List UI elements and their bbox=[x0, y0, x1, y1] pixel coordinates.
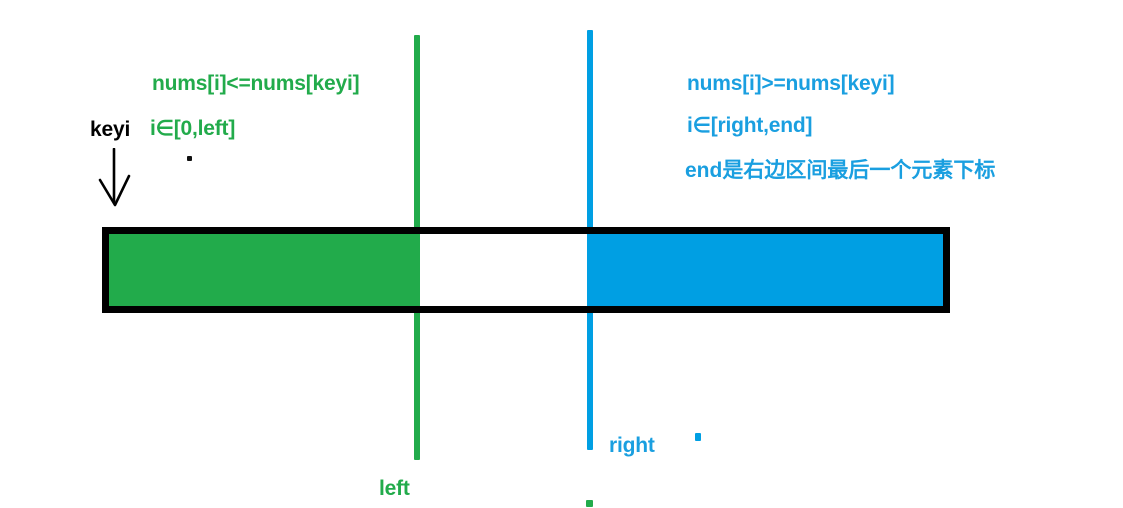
ink-dot-green bbox=[586, 500, 593, 507]
left-pointer-label: left bbox=[379, 477, 410, 500]
keyi-pointer-label: keyi bbox=[90, 118, 131, 141]
left-condition-label: nums[i]<=nums[keyi] bbox=[152, 72, 360, 95]
down-arrow-icon bbox=[98, 148, 131, 207]
ink-dot-black bbox=[187, 156, 192, 161]
left-range-label: i∈[0,left] bbox=[150, 117, 236, 140]
right-region-fill bbox=[587, 234, 943, 306]
right-pointer-label: right bbox=[609, 434, 655, 457]
ink-dot-blue bbox=[695, 433, 701, 441]
left-region-fill bbox=[109, 234, 420, 306]
right-range-label: i∈[right,end] bbox=[687, 114, 813, 137]
right-condition-label: nums[i]>=nums[keyi] bbox=[687, 72, 895, 95]
right-note-label: end是右边区间最后一个元素下标 bbox=[685, 159, 996, 182]
